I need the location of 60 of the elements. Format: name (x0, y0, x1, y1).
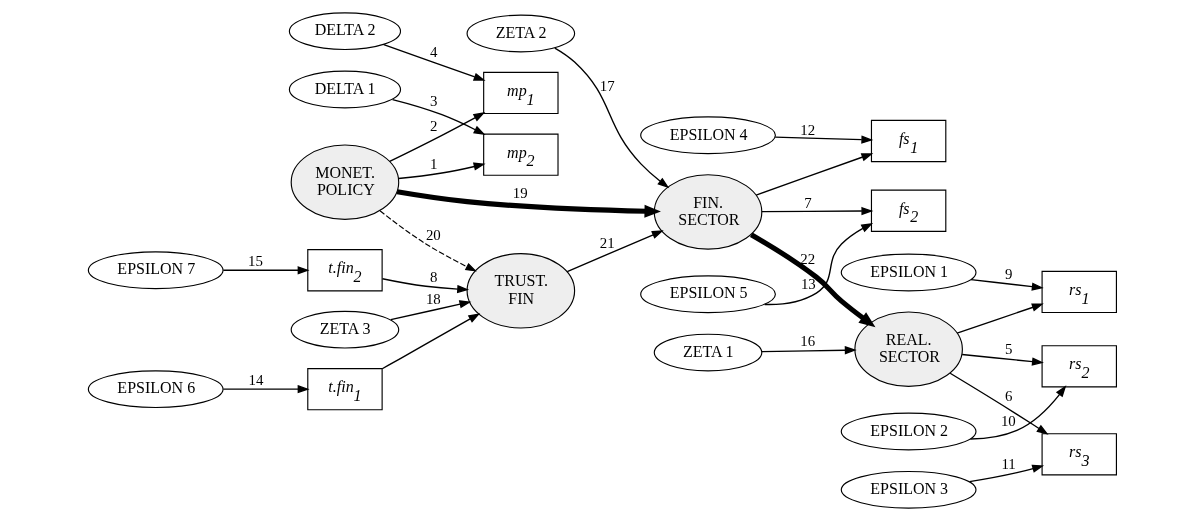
arrow (381, 313, 480, 370)
node-ellipse: DELTA 2 (288, 12, 401, 51)
arrow (968, 464, 1044, 483)
edge-label: 2 (429, 118, 437, 135)
edge-label: 20 (425, 226, 441, 243)
arrow (960, 353, 1044, 366)
edge-label: 9 (1004, 265, 1012, 282)
arrow (760, 346, 857, 355)
arrow (391, 98, 485, 136)
arrow (949, 372, 1049, 435)
edge-label: 19 (512, 184, 528, 201)
node-ellipse: EPSILON 6 (87, 370, 224, 409)
edge-label: 21 (599, 234, 615, 251)
node-ellipse: ZETA 3 (290, 310, 399, 349)
node-ellipse: MONET. POLICY (290, 144, 399, 220)
edge-label: 10 (1000, 413, 1016, 430)
node-ellipse: ZETA 1 (653, 333, 762, 372)
arrow (755, 153, 873, 196)
arrow (397, 162, 485, 180)
arrow (222, 266, 310, 275)
node-ellipse: EPSILON 5 (639, 275, 776, 314)
edge-label: 13 (800, 275, 816, 292)
arrow (566, 230, 664, 273)
edge-label: 14 (248, 372, 263, 389)
edge-label: 22 (799, 250, 815, 267)
arrow (760, 206, 873, 216)
arrow (774, 135, 873, 144)
node-ellipse: EPSILON 3 (840, 470, 977, 509)
edge-label: 3 (429, 92, 437, 109)
edge-label: 16 (799, 333, 815, 350)
arrow (955, 303, 1044, 334)
edge-label: 11 (1000, 455, 1016, 472)
arrow (396, 189, 661, 218)
edge-label: 1 (429, 155, 437, 172)
edge-label: 6 (1004, 388, 1012, 405)
edge-label: 15 (247, 253, 263, 270)
arrow (381, 278, 469, 294)
arrow (553, 47, 669, 189)
arrow (388, 112, 485, 162)
arrow (382, 43, 486, 81)
arrow (969, 385, 1066, 440)
arrow (378, 210, 477, 272)
arrow (389, 300, 471, 321)
edge-label: 8 (429, 269, 437, 286)
node-ellipse: DELTA 1 (288, 70, 401, 109)
edge-label: 12 (799, 121, 815, 138)
node-ellipse: ZETA 2 (466, 14, 575, 53)
arrow (222, 385, 310, 394)
edge-label: 18 (425, 290, 441, 307)
arrow (763, 222, 873, 306)
edge-label: 5 (1004, 341, 1012, 358)
node-ellipse: EPSILON 1 (840, 253, 977, 292)
arrow (969, 278, 1044, 291)
node-ellipse: EPSILON 7 (87, 251, 224, 290)
node-ellipse: EPSILON 2 (840, 412, 977, 451)
edge-label: 4 (429, 43, 437, 60)
edge-label: 7 (803, 194, 812, 211)
edge-label: 17 (599, 78, 615, 95)
node-ellipse: EPSILON 4 (639, 116, 776, 155)
arrow (749, 232, 875, 328)
